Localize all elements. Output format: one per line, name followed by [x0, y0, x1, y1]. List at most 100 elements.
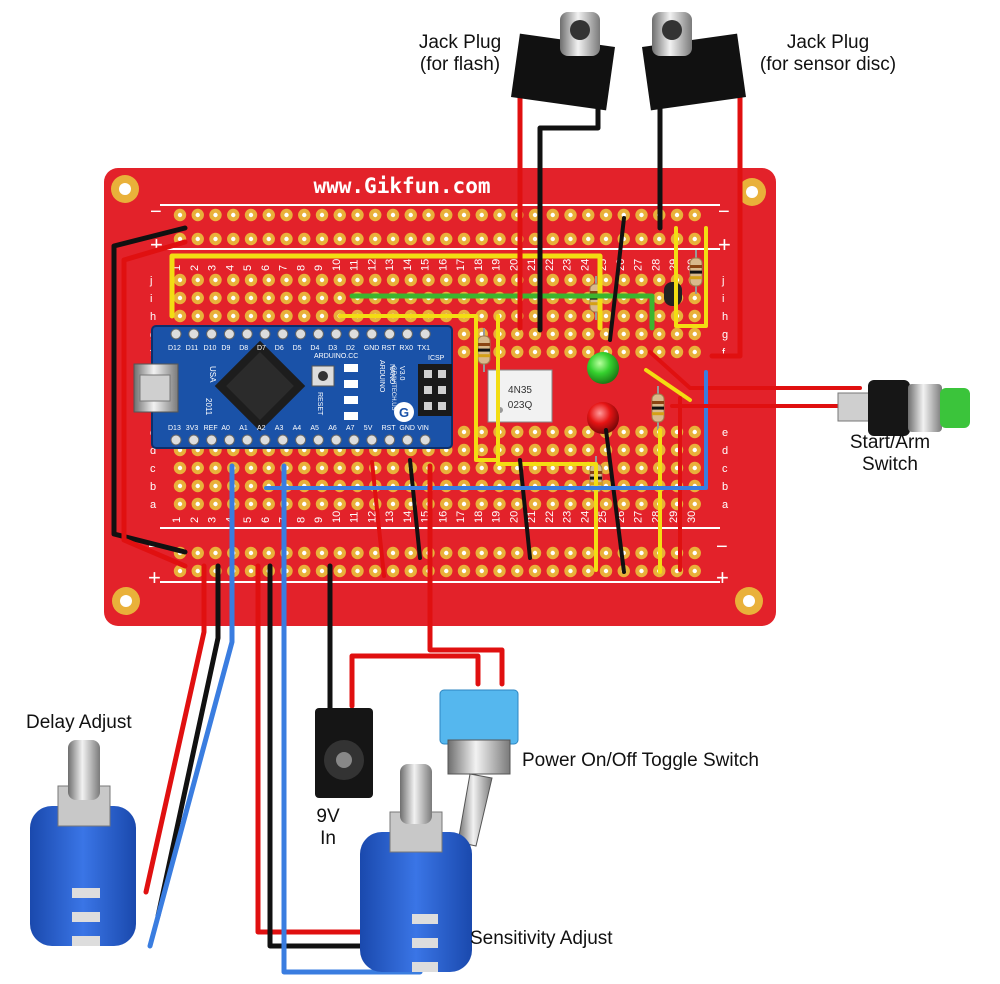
- reset-label: RESET: [316, 392, 323, 416]
- column-number-top: 18: [473, 259, 485, 271]
- column-number-bottom: 2: [189, 517, 201, 523]
- nano-top-pin-label: D2: [346, 345, 355, 352]
- column-number-bottom: 30: [686, 511, 698, 523]
- svg-text:023Q: 023Q: [508, 400, 533, 411]
- nano-top-pin-label: D6: [275, 345, 284, 352]
- row-letter-left: j: [149, 275, 152, 287]
- column-number-bottom: 16: [437, 511, 449, 523]
- arduino-nano: G ICSP ARDUINO NANO V3.0 ARDUINO.CC USA …: [133, 325, 453, 449]
- column-number-bottom: 25: [597, 511, 609, 523]
- nano-bottom-pin-label: A4: [293, 425, 302, 432]
- row-letter-right: d: [722, 445, 728, 457]
- column-number-top: 6: [260, 265, 272, 271]
- nano-top-pin-label: D12: [168, 345, 181, 352]
- column-number-top: 12: [366, 259, 378, 271]
- nano-bottom-pin-label: A7: [346, 425, 355, 432]
- svg-text:NANO: NANO: [388, 364, 395, 385]
- column-number-bottom: 19: [491, 511, 503, 523]
- nano-name-block: ARDUINO NANO V3.0: [378, 360, 405, 393]
- nano-top-pin-label: D11: [186, 345, 198, 352]
- nano-top-pin-label: D5: [293, 345, 302, 352]
- row-letter-left: a: [150, 499, 157, 511]
- nano-bottom-pin-label: A5: [310, 425, 319, 432]
- row-letter-right: a: [722, 499, 729, 511]
- column-number-top: 19: [491, 259, 503, 271]
- row-letter-right: j: [721, 275, 724, 287]
- icsp-label: ICSP: [428, 355, 445, 362]
- red-led: [587, 402, 619, 434]
- nano-top-pin-label: D3: [328, 345, 337, 352]
- row-letter-left: h: [150, 311, 156, 323]
- column-number-bottom: 24: [579, 511, 591, 523]
- nano-top-pin-label: D7: [257, 345, 266, 352]
- rail-lines: [160, 204, 720, 583]
- resistor-icon: [689, 250, 703, 294]
- nano-bottom-pin-label: A6: [328, 425, 337, 432]
- rail-plus-bottom-left: +: [148, 565, 161, 590]
- nano-bottom-pin-label: RST: [382, 425, 397, 432]
- nano-bottom-pin-label: 3V3: [186, 425, 199, 432]
- column-number-top: 8: [295, 265, 307, 271]
- jack-plug-sensor-icon: [642, 12, 746, 111]
- nano-top-pin-label: RX0: [399, 345, 413, 352]
- nano-bottom-pin-label: 5V: [364, 425, 373, 432]
- nano-top-pin-label: RST: [382, 345, 397, 352]
- row-letter-right: h: [722, 311, 728, 323]
- column-number-top: 15: [420, 259, 432, 271]
- sensitivity-potentiometer-icon: [360, 764, 472, 972]
- wires: [111, 73, 872, 975]
- column-number-top: 17: [455, 259, 467, 271]
- board-url: www.Gikfun.com: [313, 174, 490, 198]
- row-letter-right: e: [722, 427, 728, 439]
- label-start-arm-switch: Start/Arm Switch: [849, 432, 931, 475]
- column-number-bottom: 18: [473, 511, 485, 523]
- column-number-bottom: 21: [526, 511, 538, 523]
- icsp-header: [418, 364, 452, 416]
- transistor: [664, 282, 682, 306]
- row-letter-left: i: [150, 293, 152, 305]
- nano-bottom-pin-label: A0: [221, 425, 230, 432]
- column-number-bottom: 9: [313, 517, 325, 523]
- year-label: 2011: [204, 398, 213, 416]
- nano-bottom-pin-label: REF: [204, 425, 218, 432]
- row-letter-right: c: [722, 463, 728, 475]
- column-number-bottom: 20: [508, 511, 520, 523]
- row-letter-right: b: [722, 481, 728, 493]
- column-number-top: 22: [544, 259, 556, 271]
- column-number-top: 1: [171, 265, 183, 271]
- rail-minus-top-left: −: [150, 201, 162, 223]
- rail-plus-top-right: +: [718, 232, 731, 257]
- rail-minus-bottom-left: −: [148, 536, 160, 558]
- nano-top-pin-label: D9: [221, 345, 230, 352]
- column-number-top: 5: [242, 265, 254, 271]
- column-number-top: 4: [224, 265, 236, 271]
- label-power-toggle: Power On/Off Toggle Switch: [522, 750, 759, 771]
- row-letter-right: g: [722, 329, 728, 341]
- row-letter-left: c: [150, 463, 156, 475]
- nano-bottom-pin-label: D13: [168, 425, 181, 432]
- label-delay-adjust: Delay Adjust: [26, 712, 132, 733]
- column-number-bottom: 5: [242, 517, 254, 523]
- column-number-bottom: 23: [562, 511, 574, 523]
- label-sensitivity-adjust: Sensitivity Adjust: [470, 928, 613, 949]
- label-9v-in: 9V In: [316, 806, 340, 849]
- svg-text:4N35: 4N35: [508, 385, 532, 396]
- column-number-bottom: 27: [633, 511, 645, 523]
- arduino-cc-label: ARDUINO.CC: [314, 353, 358, 360]
- column-number-bottom: 29: [668, 511, 680, 523]
- rail-minus-bottom-right: −: [716, 536, 728, 558]
- nano-top-pin-label: D10: [204, 345, 217, 352]
- jack-plug-flash-icon: [511, 12, 615, 111]
- maker-label: GRAVITECH.US: [390, 366, 396, 411]
- rail-minus-top-right: −: [718, 201, 730, 223]
- delay-potentiometer-icon: [30, 740, 136, 946]
- nano-bottom-pin-label: A3: [275, 425, 284, 432]
- column-number-bottom: 12: [366, 511, 378, 523]
- nano-top-pin-label: D4: [310, 345, 319, 352]
- nano-bottom-pin-label: A1: [239, 425, 248, 432]
- nano-top-pin-label: D8: [239, 345, 248, 352]
- nano-top-pin-label: TX1: [417, 345, 430, 352]
- column-number-top: 21: [526, 259, 538, 271]
